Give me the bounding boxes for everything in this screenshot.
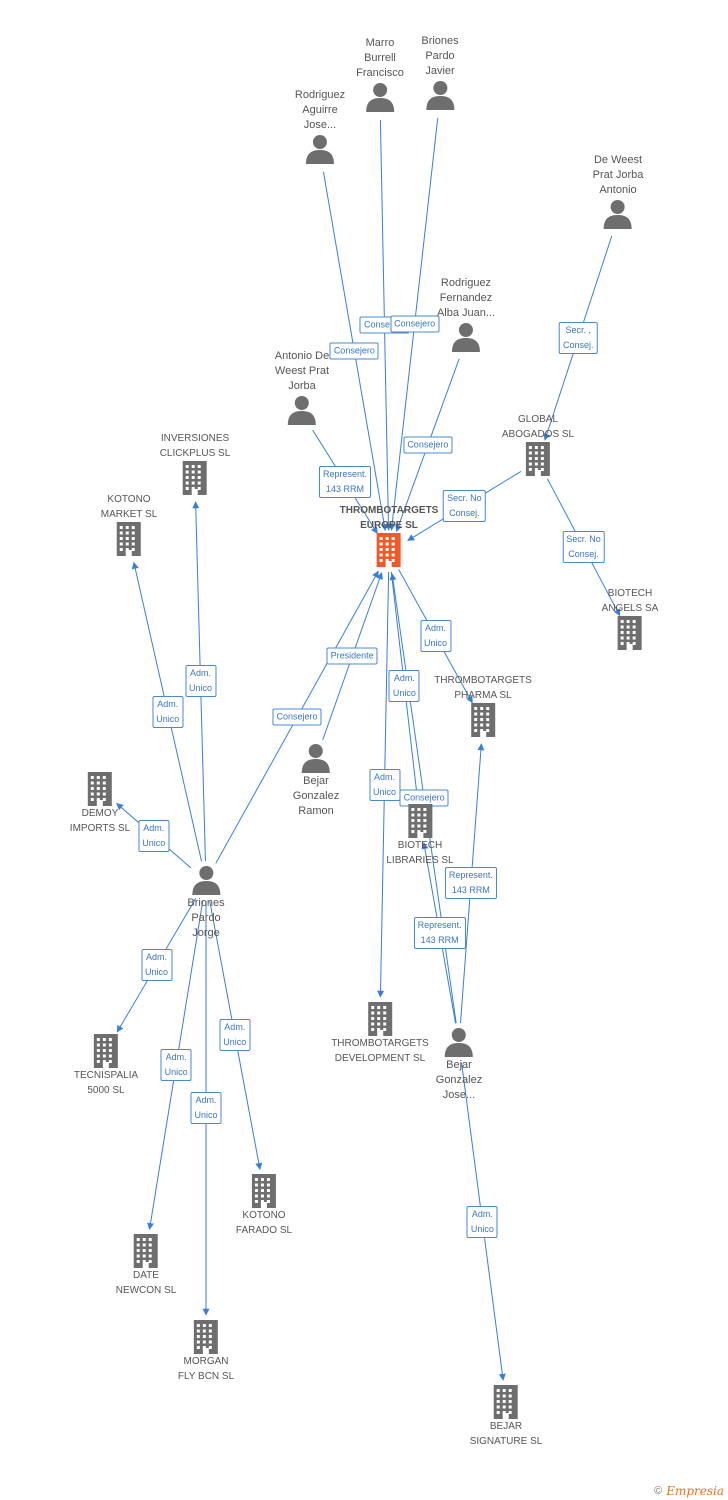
building-icon [491, 1385, 521, 1419]
edge-label[interactable]: Adm. Unico [466, 1205, 498, 1238]
edge-label[interactable]: Secr. No Consej. [443, 489, 486, 522]
edge-label[interactable]: Adm. Unico [388, 669, 420, 702]
building-icon [405, 804, 435, 838]
building-icon [249, 1174, 279, 1208]
person-icon [603, 198, 633, 230]
edge-label[interactable]: Presidente [326, 647, 378, 665]
node-label: Marro Burrell Francisco [356, 37, 404, 79]
node-label: Rodriguez Fernandez Alba Juan... [436, 277, 496, 319]
edge-label[interactable]: Adm. Unico [420, 620, 452, 653]
node-label: Briones Pardo Javier [421, 35, 459, 77]
building-icon [468, 703, 498, 737]
node-kotono-farado[interactable]: KOTONO FARADO SL [236, 1174, 292, 1238]
node-label: KOTONO FARADO SL [235, 1210, 293, 1236]
building-icon [191, 1320, 221, 1354]
edge-label[interactable]: Adm. Unico [190, 1092, 222, 1124]
building-icon [131, 1234, 161, 1268]
node-demoy[interactable]: DEMOY IMPORTS SL [70, 772, 130, 836]
edge-label[interactable]: Adm. Unico [140, 949, 173, 982]
node-label: THROMBOTARGETS EUROPE SL [339, 505, 439, 531]
node-thrombo-pharma[interactable]: THROMBOTARGETS PHARMA SL [434, 673, 532, 737]
node-label: BIOTECH LIBRARIES SL [386, 840, 454, 866]
node-inversiones[interactable]: INVERSIONES CLICKPLUS SL [159, 431, 231, 495]
footer-brand: © Empresia [654, 1484, 724, 1498]
building-icon [114, 522, 144, 556]
person-icon [305, 133, 335, 165]
building-icon [365, 1002, 395, 1036]
edge-label[interactable]: Represent. 143 RRM [444, 867, 497, 900]
person-icon [451, 321, 481, 353]
building-icon [615, 616, 645, 650]
node-label: KOTONO MARKET SL [100, 494, 158, 520]
building-icon [180, 461, 210, 495]
node-label: Rodriguez Aguirre Jose... [294, 89, 346, 131]
node-rodriguez-fernandez[interactable]: Rodriguez Fernandez Alba Juan... [437, 276, 495, 353]
node-antonio-deweest[interactable]: Antonio De Weest Prat Jorba [275, 349, 329, 426]
node-label: Bejar Gonzalez Jose... [435, 1059, 483, 1101]
node-kotono-market[interactable]: KOTONO MARKET SL [100, 492, 158, 556]
building-icon [523, 442, 553, 476]
node-label: Briones Pardo Jorge [187, 897, 225, 939]
person-icon [444, 1026, 474, 1058]
copyright-symbol: © [654, 1485, 663, 1497]
node-tecnispalia[interactable]: TECNISPALIA 5000 SL [74, 1034, 138, 1098]
node-briones-javier[interactable]: Briones Pardo Javier [421, 34, 459, 111]
edge-label[interactable]: Represent. 143 RRM [413, 916, 466, 949]
node-label: BEJAR SIGNATURE SL [469, 1421, 543, 1447]
node-label: DATE NEWCON SL [115, 1270, 177, 1296]
edge-label[interactable]: Adm. Unico [185, 665, 217, 698]
edge-label[interactable]: Consejero [403, 436, 453, 454]
edge-label[interactable]: Adm. Unico [160, 1049, 192, 1081]
edge-label[interactable]: Adm. Unico [152, 695, 184, 728]
edge-label[interactable]: Represent. 143 RRM [318, 465, 371, 498]
node-label: De Weest Prat Jorba Antonio [592, 154, 644, 196]
edge-label[interactable]: Adm. Unico [369, 768, 401, 801]
edge-label[interactable]: Secr. No Consej. [562, 531, 605, 564]
node-briones-jorge[interactable]: Briones Pardo Jorge [187, 864, 225, 941]
node-label: Antonio De Weest Prat Jorba [274, 350, 330, 392]
building-icon [85, 772, 115, 806]
node-label: MORGAN FLY BCN SL [177, 1356, 235, 1382]
node-rodriguez-aguirre[interactable]: Rodriguez Aguirre Jose... [295, 88, 345, 165]
node-thrombo-europe[interactable]: THROMBOTARGETS EUROPE SL [339, 503, 439, 567]
node-label: TECNISPALIA 5000 SL [73, 1070, 139, 1096]
node-bejar-jose[interactable]: Bejar Gonzalez Jose... [436, 1026, 482, 1103]
node-global[interactable]: GLOBAL ABOGADOS SL [502, 412, 574, 476]
node-bejar-signature[interactable]: BEJAR SIGNATURE SL [469, 1385, 543, 1449]
node-marro[interactable]: Marro Burrell Francisco [356, 36, 404, 113]
edge-label[interactable]: Adm. Unico [138, 819, 170, 852]
building-icon [374, 533, 404, 567]
edge-label[interactable]: Adm. Unico [219, 1019, 251, 1052]
node-deweest-antonio[interactable]: De Weest Prat Jorba Antonio [592, 153, 644, 230]
person-icon [301, 742, 331, 774]
node-label: THROMBOTARGETS PHARMA SL [434, 675, 532, 701]
node-label: Bejar Gonzalez Ramon [292, 775, 340, 817]
person-icon [287, 394, 317, 426]
node-bejar-ramon[interactable]: Bejar Gonzalez Ramon [293, 742, 339, 819]
edge-label[interactable]: Consejero [390, 315, 440, 333]
edge-label[interactable]: Secr. , Consej. [559, 322, 598, 355]
node-label: BIOTECH ANGELS SA [601, 588, 659, 614]
person-icon [425, 79, 455, 111]
node-date-newcon[interactable]: DATE NEWCON SL [115, 1234, 177, 1298]
node-label: GLOBAL ABOGADOS SL [501, 414, 575, 440]
node-biotech-libraries[interactable]: BIOTECH LIBRARIES SL [386, 804, 454, 868]
building-icon [91, 1034, 121, 1068]
empresia-logo[interactable]: Empresia [666, 1484, 724, 1498]
node-morgan[interactable]: MORGAN FLY BCN SL [178, 1320, 234, 1384]
edge-label[interactable]: Consejero [329, 342, 379, 360]
person-icon [191, 864, 221, 896]
node-label: INVERSIONES CLICKPLUS SL [159, 433, 231, 459]
node-biotech-angels[interactable]: BIOTECH ANGELS SA [601, 586, 659, 650]
person-icon [365, 81, 395, 113]
node-label: DEMOY IMPORTS SL [69, 808, 131, 834]
node-thrombo-dev[interactable]: THROMBOTARGETS DEVELOPMENT SL [331, 1002, 429, 1066]
edge-label[interactable]: Consejero [272, 708, 322, 726]
node-label: THROMBOTARGETS DEVELOPMENT SL [331, 1038, 429, 1064]
